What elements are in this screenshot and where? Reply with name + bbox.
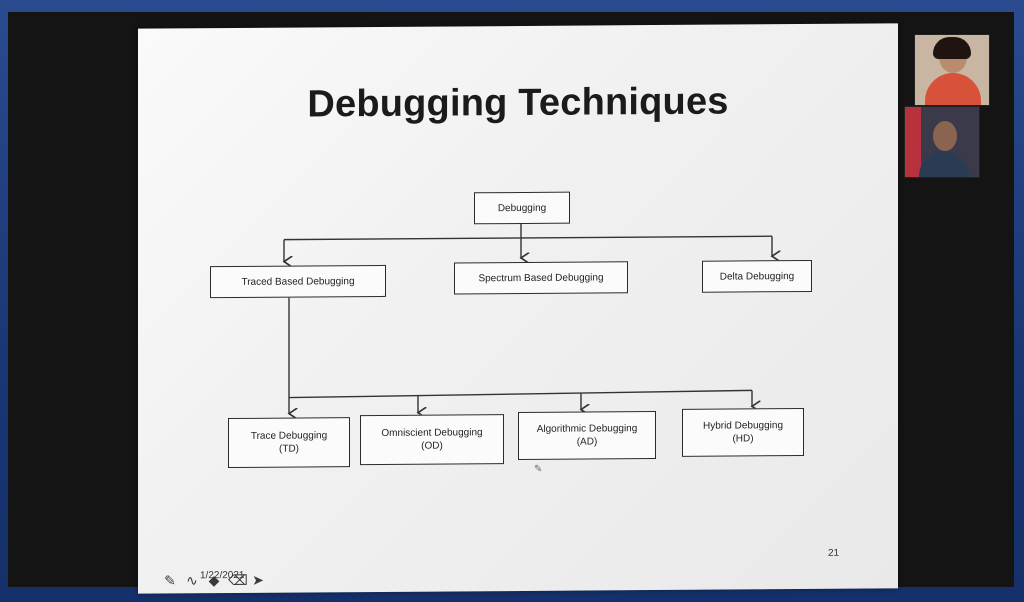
node-traced-based: Traced Based Debugging — [210, 264, 386, 299]
node-spectrum-based: Spectrum Based Debugging — [454, 261, 628, 295]
node-hybrid-hd: Hybrid Debugging (HD) — [682, 408, 804, 457]
node-traced-based-label: Traced Based Debugging — [241, 275, 355, 288]
diagram-connectors — [138, 221, 898, 593]
node-od-line1: Omniscient Debugging — [381, 427, 483, 439]
participant-video-1[interactable] — [914, 34, 990, 106]
connector-level2-bar — [288, 389, 753, 399]
participant-2-head — [933, 121, 957, 151]
slide: Debugging Techniques — [138, 23, 898, 594]
highlighter-icon[interactable]: ◆ — [208, 572, 220, 589]
node-delta-label: Delta Debugging — [719, 270, 795, 283]
node-algorithmic-ad: Algorithmic Debugging (AD) — [518, 411, 656, 460]
pointer-icon[interactable]: ➤ — [252, 571, 264, 588]
participant-1-body — [925, 73, 981, 105]
node-debugging-label: Debugging — [497, 202, 547, 214]
node-ad-line1: Algorithmic Debugging — [536, 423, 638, 435]
participant-video-2[interactable] — [904, 106, 980, 178]
node-debugging: Debugging — [474, 191, 570, 225]
presentation-screen: Debugging Techniques — [8, 12, 1014, 594]
node-ad-line2: (AD) — [576, 436, 598, 448]
connector-level1-bar — [284, 235, 772, 241]
node-trace-td: Trace Debugging (TD) — [228, 417, 350, 469]
node-hd-line1: Hybrid Debugging — [702, 420, 784, 432]
participant-2-background — [905, 107, 921, 177]
slide-page-number: 21 — [828, 547, 840, 559]
node-td-line1: Trace Debugging — [250, 430, 328, 442]
annotation-toolbar: ✎ ∿ ◆ ⌫ ➤ — [162, 572, 266, 589]
node-od-line2: (OD) — [421, 440, 443, 452]
participant-1-hair — [933, 37, 971, 59]
eraser-icon[interactable]: ⌫ — [228, 571, 248, 589]
squiggle-icon[interactable]: ∿ — [186, 572, 198, 589]
node-omniscient-od: Omniscient Debugging (OD) — [360, 414, 504, 466]
pen-icon[interactable]: ✎ — [164, 572, 176, 589]
participant-2-body — [919, 151, 969, 177]
node-td-line2: (TD) — [279, 443, 299, 455]
node-hd-line2: (HD) — [732, 433, 754, 445]
pen-cursor-icon: ✎ — [534, 463, 543, 475]
node-delta: Delta Debugging — [702, 259, 812, 293]
node-spectrum-based-label: Spectrum Based Debugging — [478, 271, 604, 284]
